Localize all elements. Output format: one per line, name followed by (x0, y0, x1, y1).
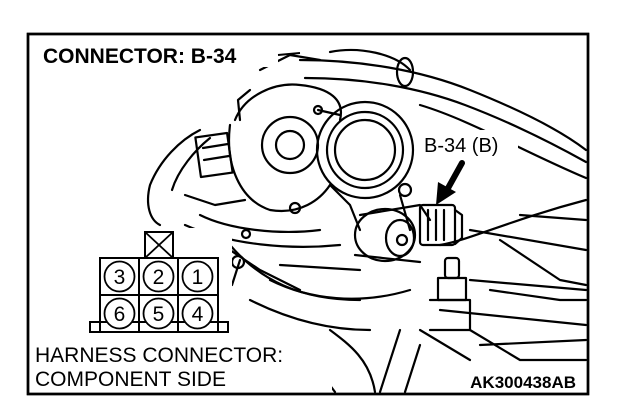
caption-line-2: COMPONENT SIDE (35, 368, 226, 391)
pin-4 (181, 297, 214, 330)
pin-6 (103, 297, 136, 330)
pin-label: 3 (114, 266, 126, 289)
pin-2 (142, 260, 175, 293)
diagram-title: CONNECTOR: B-34 (43, 45, 237, 68)
pin-3 (103, 260, 136, 293)
pin-1 (181, 260, 214, 293)
harness-connector-face: 3 2 1 6 5 4 (32, 228, 232, 340)
caption-backing (32, 340, 332, 392)
figure-code-backing (448, 370, 578, 392)
pin-label: 1 (192, 266, 204, 289)
pin-label: 2 (153, 266, 165, 289)
title-backing (40, 41, 278, 67)
engine-illustration (146, 48, 588, 394)
figure-code: AK300438AB (470, 373, 576, 392)
callout-backing (420, 130, 518, 156)
lock-cross-icon (144, 231, 174, 259)
caption-line-1: HARNESS CONNECTOR: (35, 344, 283, 367)
title-leader (277, 52, 301, 56)
callout-label: B-34 (B) (424, 135, 498, 157)
pin-label: 5 (153, 303, 165, 326)
pin-label: 6 (114, 303, 126, 326)
callout-arrow-icon (436, 160, 465, 205)
pin-5 (142, 297, 175, 330)
pin-label: 4 (192, 303, 204, 326)
